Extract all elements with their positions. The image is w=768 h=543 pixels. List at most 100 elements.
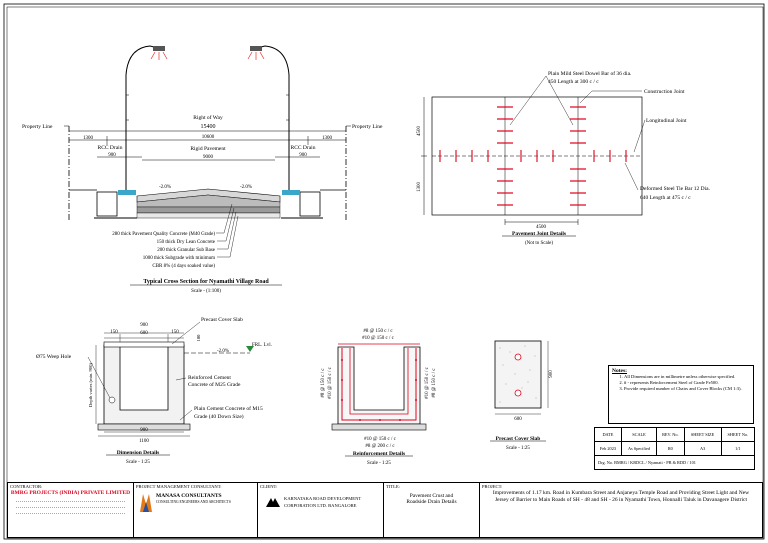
layer-gsb: 200 thick Granular Sub Base: [157, 248, 216, 253]
dim-side: 100: [196, 334, 201, 342]
precast-slab-scale: Scale - 1:25: [506, 446, 530, 451]
tie-bars: [439, 150, 627, 162]
drain-section-walls: [103, 344, 185, 425]
rcc-drain-right-label: RCC Drain: [291, 145, 316, 151]
drawing-number: Drg. No. BMRG / KRDCL / Nyamati - PB & R…: [594, 455, 755, 470]
drain-slope: -2.0%: [217, 349, 229, 354]
client-cell: CLIENT: KARNATAKA ROAD DEVELOPMENT CORPO…: [258, 483, 384, 537]
frl-label: FRL. Lvl.: [252, 343, 272, 348]
drain-900-left: 900: [108, 153, 116, 158]
info-value-row: Feb 2023 As Specified R0 A3 1/1: [594, 441, 756, 456]
info-header-date: DATE: [594, 427, 622, 442]
title-line-1: Pavement Crust and: [409, 493, 454, 499]
dimension-details-drawing: [87, 321, 254, 456]
info-header-row: DATE SCALE REV. No. SHEET SIZE SHEET No.: [594, 427, 756, 442]
pavement-gsb-layer: [136, 206, 281, 214]
longitudinal-joint-label: Longitudinal Joint: [646, 118, 687, 124]
info-header-sheet-size: SHEET SIZE: [683, 427, 722, 442]
client-label: CLIENT:: [260, 484, 278, 489]
right-of-way-value: 15400: [201, 124, 216, 130]
info-header-sheet-no: SHEET No.: [720, 427, 756, 442]
reinforcement-details-drawing: [331, 343, 427, 457]
contractor-name: BMRG PROJECTS (INDIA) PRIVATE LIMITED: [10, 490, 131, 496]
property-line-right-label: Property Line: [352, 124, 383, 130]
joint-details-drawing: [421, 75, 646, 237]
drain-900-right: 900: [299, 153, 307, 158]
contractor-cell: CONTRACTOR: BMRG PROJECTS (INDIA) PRIVAT…: [8, 483, 134, 537]
right-of-way-label: Right of Way: [193, 114, 223, 121]
lamp-head-right: [250, 46, 262, 51]
pmc-label: PROJECT MANAGEMENT CONSULTANT:: [136, 484, 222, 489]
pcc-note-2: Grade (40 Down Size): [194, 413, 244, 420]
contractor-address-lines: [8, 497, 133, 514]
info-sheet-size: A3: [683, 441, 722, 456]
note-item: All Dimensions are in millimetre unless …: [624, 374, 750, 380]
layer-dlc: 150 thick Dry Lean Concrete: [157, 240, 216, 245]
construction-joint-label: Construction Joint: [644, 89, 685, 95]
layer-subgrade-1: 1000 thick Subgrade with minimum: [143, 256, 215, 261]
sheet-inner-border: [6, 6, 764, 539]
title-line-2: Roadside Drain Details: [406, 499, 457, 505]
weep-hole-label: Ø75 Weep Hole: [36, 354, 72, 360]
dim-top-total: 900: [140, 323, 148, 328]
pmc-cell: PROJECT MANAGEMENT CONSULTANT: MANASA CO…: [134, 483, 258, 537]
contractor-label: CONTRACTOR:: [10, 484, 43, 489]
pcc-base-section: [97, 423, 191, 431]
rigid-pavement-value: 9000: [203, 155, 214, 160]
lifting-hook-top: [514, 353, 522, 361]
slope-left: -2.0%: [159, 185, 171, 190]
info-rev: R0: [656, 441, 685, 456]
info-header-rev: REV. No.: [656, 427, 685, 442]
street-light-pole-right: [256, 45, 290, 190]
rcc-note-2: Concrete of M25 Grade: [188, 381, 241, 388]
dim-top-right: 150: [171, 330, 179, 335]
rebar-right-2: #8 @ 150 c / c: [432, 368, 437, 398]
note-item: # - represents Reinforcement Steel of Gr…: [624, 380, 750, 386]
dowel-note-2: 450 Length at 300 c / c: [548, 79, 599, 85]
pavement-dlc-layer: [136, 194, 281, 208]
dowel-bars-joint-2: [570, 106, 586, 206]
depth-label: Depth varies (min. 900): [88, 363, 93, 407]
drain-cover-left: [118, 190, 136, 195]
property-line-left-label: Property Line: [22, 124, 53, 130]
dowel-bars-joint-1: [497, 106, 513, 206]
notes-panel: Notes: All Dimensions are in millimetre …: [608, 365, 754, 424]
dimension-details-scale: Scale - 1:25: [126, 460, 150, 465]
lamp-head-left: [153, 46, 165, 51]
dim-1300-left: 1300: [83, 136, 94, 141]
rcc-drain-right-box: [299, 191, 321, 217]
notes-list: All Dimensions are in millimetre unless …: [612, 374, 750, 392]
tie-bar-note-1: Deformed Steel Tie Bar 12 Dia.: [640, 185, 711, 192]
rebar-top-1: #8 @ 150 c / c: [363, 329, 393, 334]
title-block: CONTRACTOR: BMRG PROJECTS (INDIA) PRIVAT…: [7, 482, 763, 538]
inner-rebar: [349, 348, 409, 415]
rebar-bottom-2: #8 @ 200 c / c: [365, 444, 395, 449]
joint-dim-1300-vertical: 1300: [417, 182, 422, 193]
layer-subgrade-2: CBR 8% (4 days soaked value): [152, 264, 215, 269]
dim-inner: 10600: [202, 135, 215, 140]
slab-dim-vertical: 900: [549, 370, 554, 378]
rebar-top-2: #10 @ 150 c / c: [362, 336, 394, 341]
reinforcement-details-title: Reinforcement Details: [353, 451, 405, 457]
rebar-bottom-1: #10 @ 150 c / c: [364, 437, 396, 442]
dim-top-left: 150: [110, 330, 118, 335]
client-name-1: KARNATAKA ROAD DEVELOPMENT: [284, 496, 362, 501]
rebar-left-2: #10 @ 150 c / c: [328, 366, 333, 398]
dim-base-inner: 900: [140, 428, 148, 433]
joint-details-scale: (Not to Scale): [525, 241, 553, 246]
layer-pqc: 280 thick Pavement Quality Concrete (M40…: [112, 232, 215, 237]
precast-slab-plan: [494, 340, 542, 409]
sheet-border: [3, 3, 765, 540]
project-label: PROJECT:: [482, 484, 503, 489]
notes-heading: Notes:: [612, 368, 627, 374]
pmc-logo-icon: [140, 494, 152, 512]
rebar-left-1: #8 @ 150 c / c: [321, 368, 326, 398]
title-label: TITLE:: [386, 484, 401, 489]
info-sheet-no: 1/1: [720, 441, 756, 456]
rcc-drain-left-box: [96, 191, 118, 217]
reinforcement-details-scale: Scale - 1:25: [367, 461, 391, 466]
joint-details-title: Pavement Joint Details: [512, 231, 566, 237]
info-date: Feb 2023: [594, 441, 622, 456]
info-header-scale: SCALE: [620, 427, 658, 442]
